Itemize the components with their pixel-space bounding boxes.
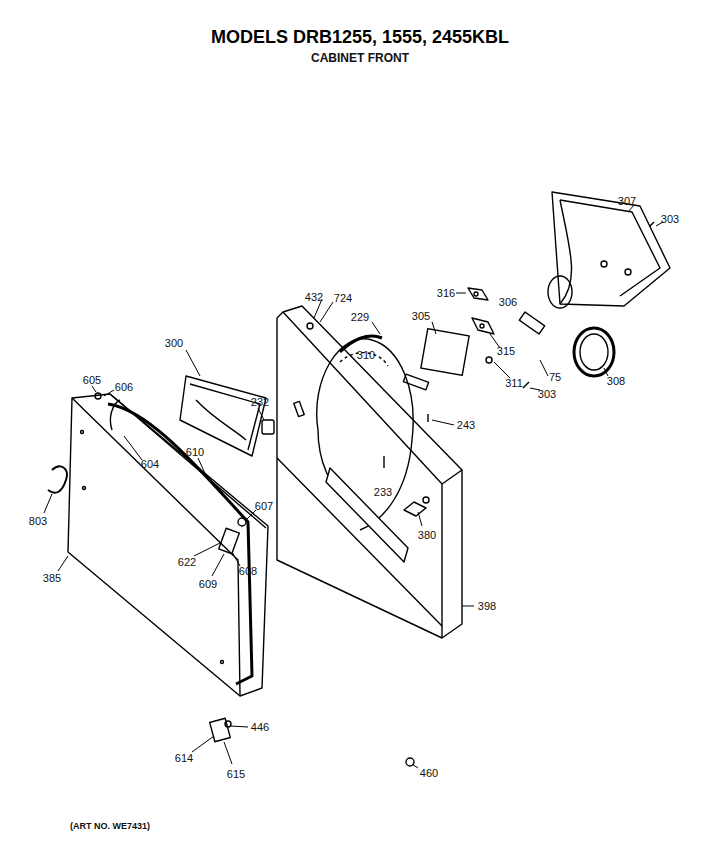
callout-number: 232 [251,397,269,408]
callout-number: 311 [505,378,523,389]
callout-number: 385 [43,573,61,584]
callout-number: 229 [351,312,369,323]
callout-number: 306 [499,297,517,308]
callout-number: 307 [618,196,636,207]
title: MODELS DRB1255, 1555, 2455KBL [211,27,509,48]
callout-number: 310 [357,350,375,361]
ring-illustration [574,328,614,376]
callout-number: 308 [607,376,625,387]
callout-number: 803 [29,516,47,527]
leader-lines [44,205,663,768]
callout-number: 605 [83,375,101,386]
callout-number: 615 [227,769,245,780]
callout-number: 610 [186,447,204,458]
callout-number: 607 [255,501,273,512]
callout-number: 233 [374,487,392,498]
dispenser-illustration [180,376,274,456]
callout-number: 606 [115,382,133,393]
callout-number: 398 [478,601,496,612]
callout-number: 460 [420,768,438,779]
callout-number: 432 [305,292,323,303]
callout-number: 604 [141,459,159,470]
callout-number: 75 [549,372,561,383]
callout-number: 305 [412,311,430,322]
duct-illustration [548,192,670,308]
callout-number: 243 [457,420,475,431]
ring-illustration [580,334,608,370]
callout-number: 380 [418,530,436,541]
callout-number: 316 [437,288,455,299]
callout-number: 622 [178,557,196,568]
callout-number: 614 [175,753,193,764]
cabinet-front-illustration [277,306,462,766]
callout-number: 300 [165,338,183,349]
callout-number: 303 [538,389,556,400]
subtitle: CABINET FRONT [311,52,409,64]
callout-number: 446 [251,722,269,733]
callout-number: 315 [497,346,515,357]
callout-number: 724 [334,293,352,304]
callout-number: 303 [661,214,679,225]
callout-number: 609 [199,579,217,590]
callout-number: 608 [239,566,257,577]
art-number: (ART NO. WE7431) [70,822,150,831]
